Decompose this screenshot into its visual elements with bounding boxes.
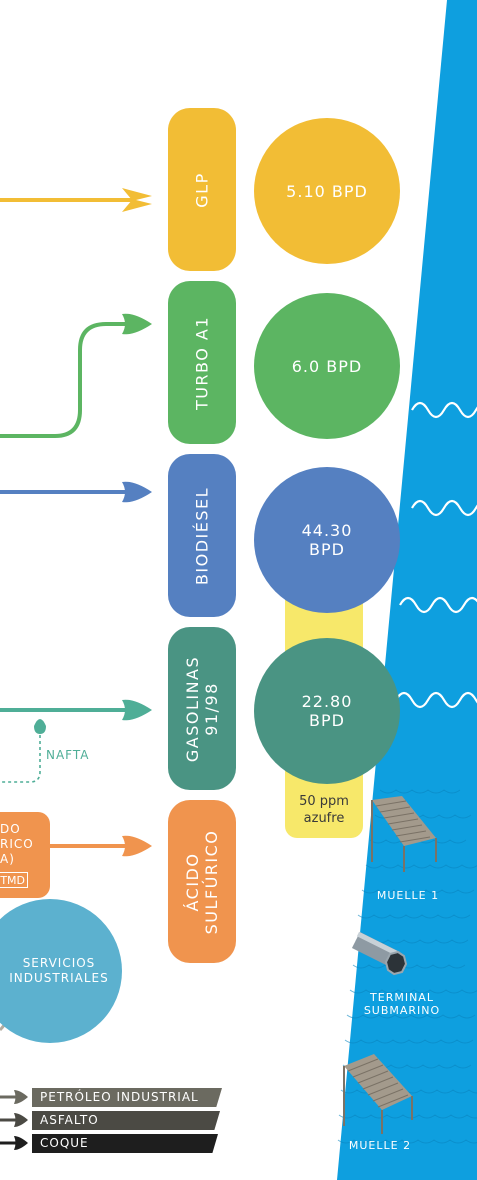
product-pill-gasolinas: GASOLINAS 91/98 [168, 627, 236, 790]
acid-plant-box [0, 812, 50, 898]
product-label-acido: ÁCIDO SULFÚRICO [183, 829, 221, 934]
flow-turbo [0, 313, 152, 438]
product-label-glp: GLP [192, 171, 212, 208]
flow-glp [0, 188, 152, 212]
terminal-label-muelle-2: MUELLE 2 [348, 1139, 412, 1152]
value-circle-biodiesel: 44.30 BPD [254, 467, 400, 613]
value-circle-glp: 5.10 BPD [254, 118, 400, 264]
legend-item-coque: COQUE [32, 1134, 218, 1153]
submarine-pipe-icon [351, 931, 408, 976]
product-pill-glp: GLP [168, 108, 236, 271]
nafta-label: NAFTA [46, 748, 90, 762]
acid-plant-text: DO RICO A) [0, 822, 34, 866]
legend-arrows [0, 1090, 28, 1150]
terminal-label-muelle-1: MUELLE 1 [376, 889, 440, 902]
services-label: SERVICIOS INDUSTRIALES [9, 956, 109, 985]
product-label-gasolinas: GASOLINAS 91/98 [183, 655, 221, 762]
acid-plant-badge: TMD [0, 872, 28, 888]
value-circle-gasolinas: 22.80 BPD [254, 638, 400, 784]
flow-acido [50, 835, 152, 857]
product-pill-biodiesel: BIODIÉSEL [168, 454, 236, 617]
product-label-biodiesel: BIODIÉSEL [192, 486, 212, 585]
sulfur-note: 50 ppm azufre [299, 794, 349, 826]
pier-1-icon [371, 796, 437, 872]
legend-item-petroleo-industrial: PETRÓLEO INDUSTRIAL [32, 1088, 222, 1107]
flow-biodiesel [0, 481, 152, 503]
sea-waves [395, 401, 477, 709]
services-circle: SERVICIOS INDUSTRIALES [0, 899, 122, 1043]
legend-item-asfalto: ASFALTO [32, 1111, 220, 1130]
flow-nafta [0, 719, 46, 783]
terminal-label-submarino: TERMINAL SUBMARINO [363, 991, 441, 1017]
product-pill-turbo: TURBO A1 [168, 281, 236, 444]
product-label-turbo: TURBO A1 [192, 315, 212, 410]
product-pill-acido: ÁCIDO SULFÚRICO [168, 800, 236, 963]
value-circle-turbo: 6.0 BPD [254, 293, 400, 439]
pier-2-icon [343, 1054, 413, 1134]
sea-area [337, 0, 477, 1180]
flow-gasolinas [0, 699, 152, 721]
